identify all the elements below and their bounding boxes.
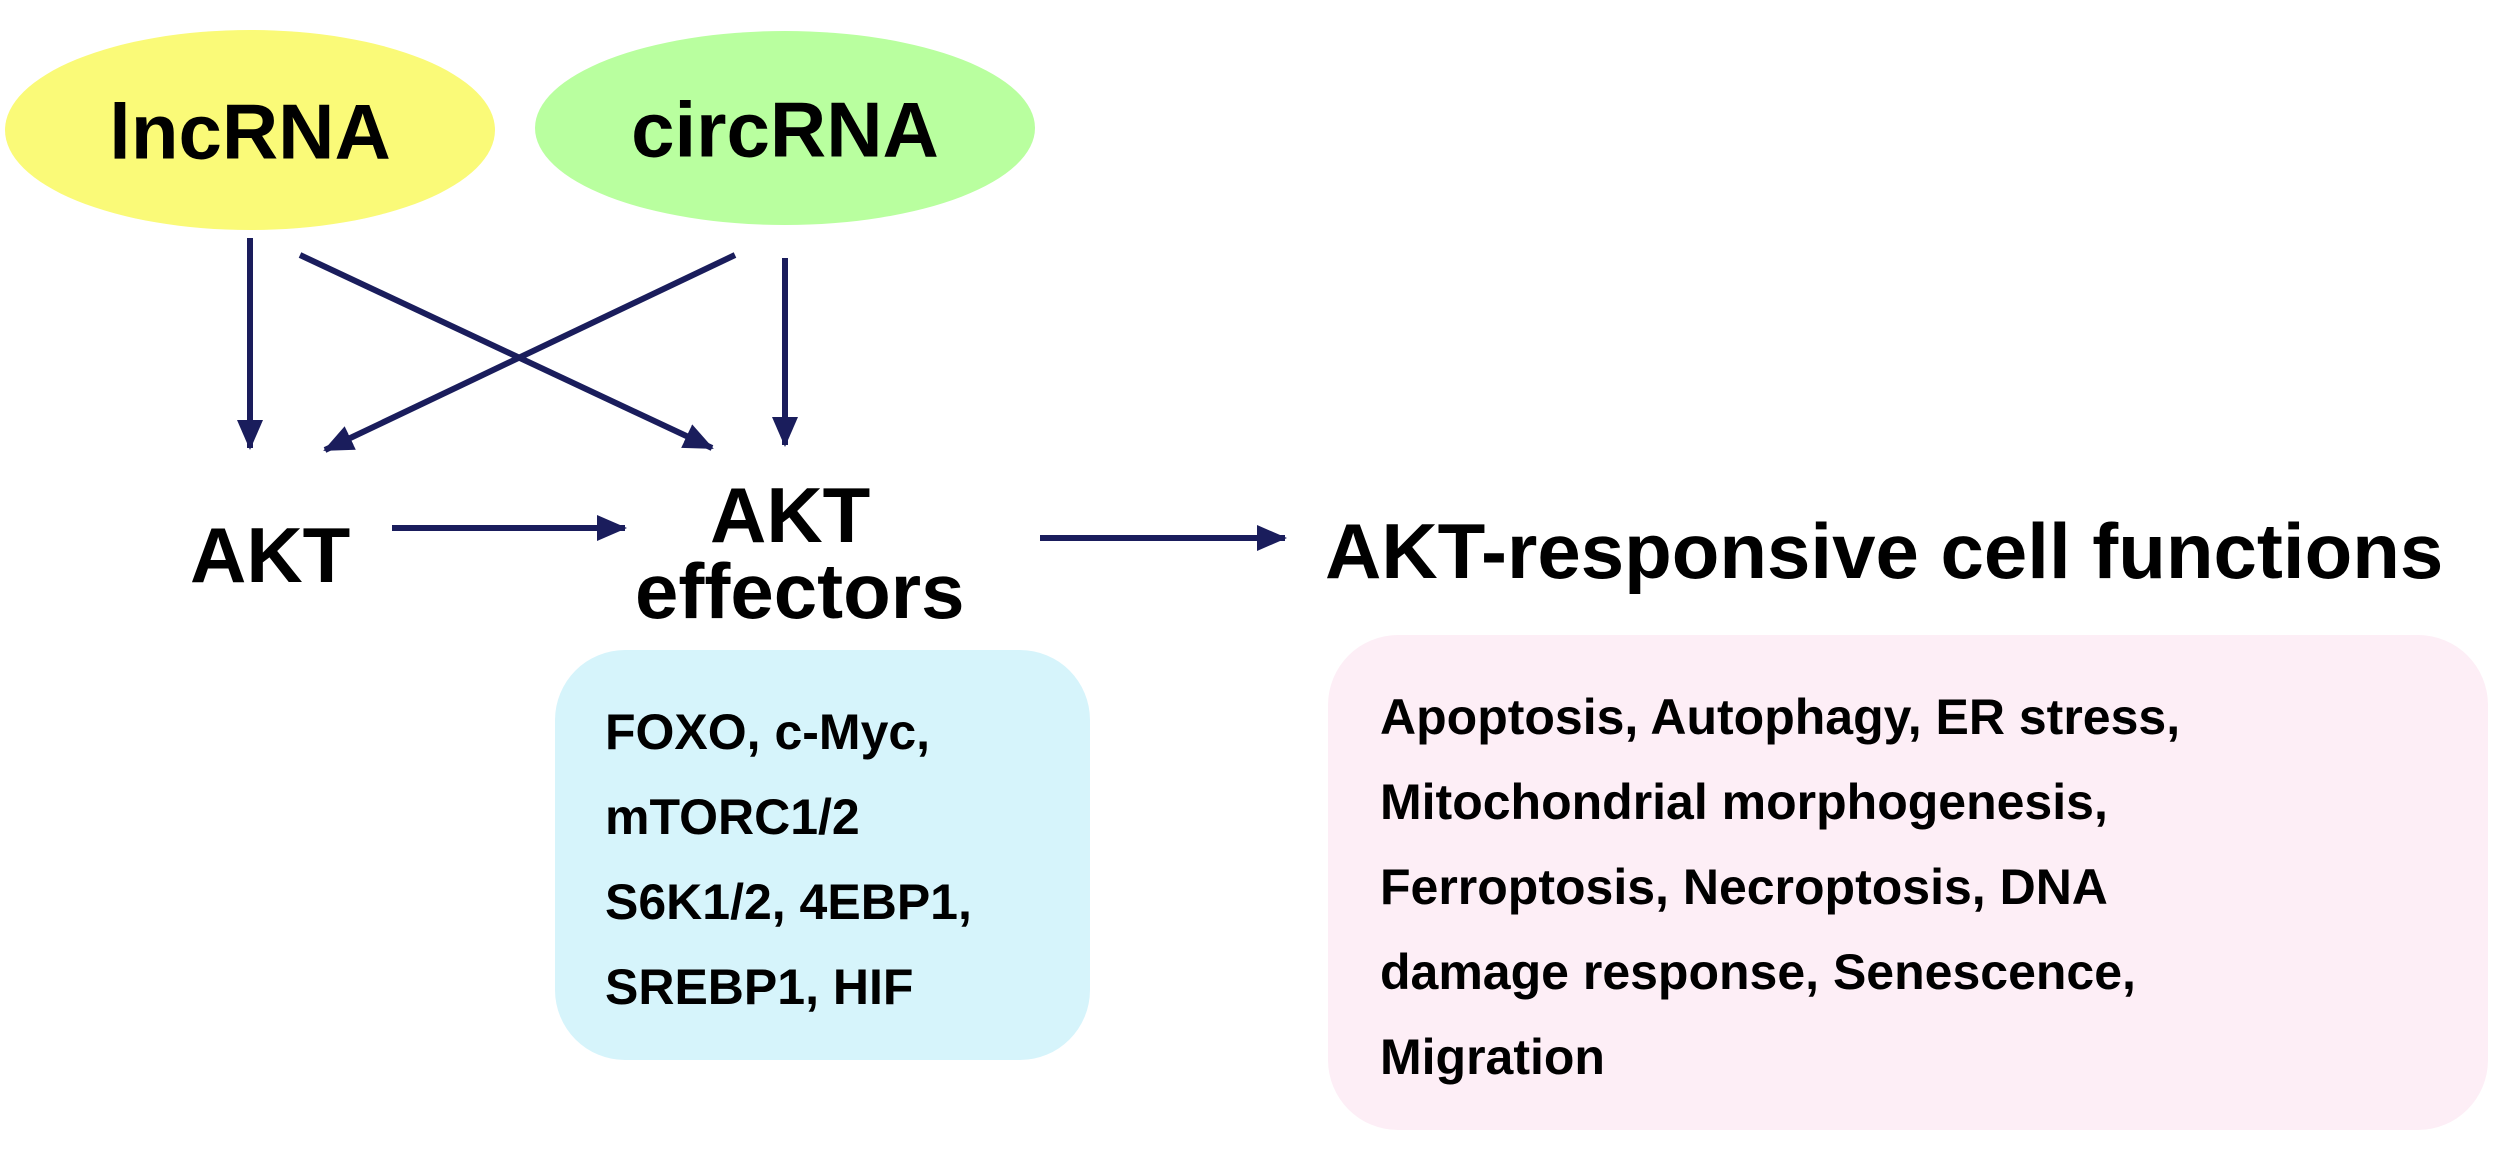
function-line: Apoptosis, Autophagy, ER stress, xyxy=(1380,689,2181,745)
effectors-list: FOXO, c-Myc, mTORC1/2 S6K1/2, 4EBP1, SRE… xyxy=(605,690,972,1030)
function-line: Mitochondrial morphogenesis, xyxy=(1380,774,2108,830)
effector-line: FOXO, c-Myc, xyxy=(605,704,931,760)
functions-box: Apoptosis, Autophagy, ER stress, Mitocho… xyxy=(1328,635,2488,1130)
effector-line: S6K1/2, 4EBP1, xyxy=(605,874,972,930)
lncrna-label: lncRNA xyxy=(109,87,391,176)
akt-label: AKT xyxy=(190,511,351,599)
effector-line: SREBP1, HIF xyxy=(605,959,914,1015)
lncrna-node xyxy=(5,30,495,230)
function-line: Migration xyxy=(1380,1029,1605,1085)
effector-line: mTORC1/2 xyxy=(605,789,860,845)
function-line: damage response, Senescence, xyxy=(1380,944,2136,1000)
function-line: Ferroptosis, Necroptosis, DNA xyxy=(1380,859,2108,915)
circrna-node xyxy=(535,31,1035,225)
akt-effectors-line2: effectors xyxy=(635,547,965,635)
arrow-lncrna-to-akt-effectors xyxy=(298,252,714,451)
effectors-box: FOXO, c-Myc, mTORC1/2 S6K1/2, 4EBP1, SRE… xyxy=(555,650,1090,1060)
circrna-label: circRNA xyxy=(631,85,939,174)
akt-effectors-line1: AKT xyxy=(710,471,871,559)
akt-functions-label: AKT-responsive cell functions xyxy=(1325,507,2444,595)
arrow-circrna-to-akt xyxy=(323,252,737,453)
functions-list: Apoptosis, Autophagy, ER stress, Mitocho… xyxy=(1380,675,2180,1100)
